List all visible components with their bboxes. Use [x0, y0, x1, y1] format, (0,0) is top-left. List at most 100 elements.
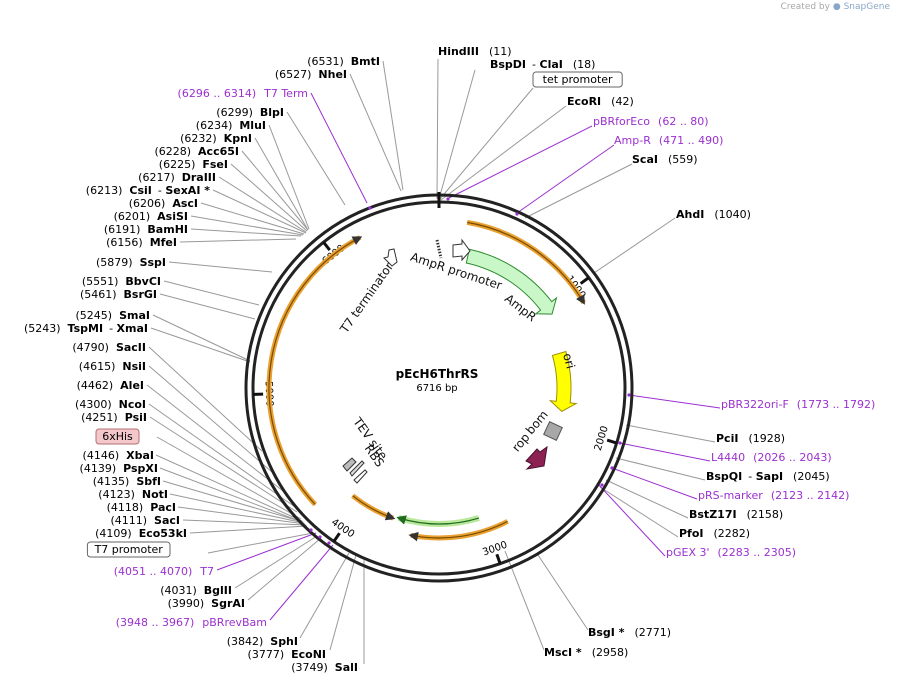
site-ecori: EcoRI(42) — [567, 95, 634, 108]
leader-line — [152, 314, 251, 362]
site-t7-promoter: T7 promoter — [94, 543, 164, 556]
leader-line — [150, 327, 251, 363]
tev-site-marker — [342, 457, 357, 472]
primer-site-dot — [368, 206, 372, 210]
site-alei: (4462)AleI — [77, 379, 144, 392]
site-xbai: (4146)XbaI — [83, 449, 154, 462]
site-t7-promoter-box — [86, 541, 171, 558]
primer-site-dot — [600, 483, 604, 487]
orange-arc-outline — [351, 493, 395, 521]
site-asci: (6206)AscI — [129, 197, 198, 210]
site-bstz17i: BstZ17I(2158) — [689, 508, 783, 521]
orange-arc — [268, 236, 363, 505]
site-mlui: (6234)MluI — [196, 119, 266, 132]
ori-arrow — [548, 350, 578, 412]
leader-line — [619, 442, 711, 462]
leader-line — [230, 163, 308, 232]
ampr-promoter-arrow — [452, 238, 471, 262]
site-sphi: (3842)SphI — [227, 635, 298, 648]
site-bspqi: BspQI- SapI(2045) — [706, 470, 830, 483]
orange-arc — [408, 520, 508, 542]
leader-line — [268, 124, 310, 230]
orange-arc — [467, 221, 585, 305]
tick-label: 2000 — [593, 425, 611, 453]
site-pspxi: (4139)PspXI — [80, 462, 158, 475]
leader-line — [329, 554, 357, 651]
green-arc — [396, 515, 480, 525]
leader-line — [599, 486, 679, 538]
leader-line — [611, 467, 698, 500]
leader-line — [438, 69, 476, 200]
leader-line — [148, 365, 273, 473]
leader-line — [148, 346, 263, 452]
site-scai: ScaI(559) — [632, 153, 698, 166]
site-sspi: (5879)SspI — [96, 256, 166, 269]
leader-line — [216, 532, 317, 571]
leader-line — [155, 454, 303, 522]
site-econi: (3777)EcoNI — [248, 648, 326, 661]
site-nsii: (4615)NsiI — [79, 360, 146, 373]
leader-line — [382, 60, 404, 191]
site-tet-promoter-box — [532, 71, 623, 88]
leader-line — [189, 525, 308, 534]
orange-arc — [352, 495, 396, 521]
tick-mark — [322, 241, 331, 251]
primer-site-dot — [446, 197, 450, 201]
site-hindiii: HindIII(11) — [438, 45, 512, 58]
label-layer: HindIII(11)BspDI- ClaI(18)tet promoterEc… — [24, 45, 875, 674]
credit-brand: SnapGene — [843, 2, 890, 12]
site-bamhi: (6191)BamHI — [104, 223, 188, 236]
site-ncoi: (4300)NcoI — [75, 398, 146, 411]
leader-line — [269, 544, 334, 621]
site-sali: (3749)SalI — [291, 661, 358, 674]
primer-site-dot — [318, 535, 322, 539]
leader-line — [156, 436, 302, 520]
tick-mark — [332, 532, 341, 543]
leader-line — [148, 403, 296, 508]
tick-mark — [579, 276, 590, 285]
bom-marker — [543, 421, 563, 441]
site-bbvci: (5551)BbvCI — [82, 275, 161, 288]
site-bglii: (4031)BglII — [160, 584, 232, 597]
leader-line — [310, 92, 368, 204]
site-msci: MscI *(2958) — [544, 646, 628, 659]
leader-line — [179, 238, 297, 243]
leader-lines — [146, 58, 721, 664]
leader-line — [162, 480, 304, 523]
site-t7-term: (6296 .. 6314)T7 Term — [178, 87, 308, 100]
credit-prefix: Created by — [780, 2, 830, 12]
site-6xhis: 6xHis — [102, 430, 133, 443]
leader-line — [524, 163, 633, 219]
ampr-cds-arrow — [465, 248, 558, 315]
site-pgex-3: pGEX 3'(2283 .. 2305) — [666, 546, 796, 559]
leader-line — [212, 189, 307, 234]
tick-label: 4000 — [329, 517, 356, 540]
site-tspmi: (5243)TspMI- XmaI — [24, 322, 148, 335]
site-tet-promoter: tet promoter — [543, 73, 613, 86]
site-kpni: (6232)KpnI — [180, 132, 252, 145]
leader-line — [177, 506, 306, 525]
leader-line — [190, 228, 302, 237]
primer-site-dot — [610, 466, 614, 470]
leader-line — [182, 519, 307, 526]
leader-line — [596, 482, 666, 557]
site-ahdi: AhdI(1040) — [676, 208, 751, 221]
leader-line — [439, 87, 534, 200]
site-asisi: (6201)AsiSI — [114, 210, 188, 223]
leader-line — [299, 552, 350, 639]
primer-site-dot — [327, 541, 331, 545]
leader-line — [200, 202, 305, 235]
leader-line — [218, 176, 307, 233]
rop-arrow — [525, 445, 548, 470]
leader-line — [440, 105, 567, 201]
site-acc65i: (6228)Acc65I — [154, 145, 239, 158]
site-bsrgi: (5461)BsrGI — [80, 288, 157, 301]
tick-mark — [606, 438, 618, 445]
rbs-marker — [349, 460, 365, 477]
feature-label-t7-terminator: T7 terminator — [337, 260, 396, 337]
snapgene-credit: Created by ● SnapGene — [780, 2, 890, 12]
plasmid-length: 6716 bp — [416, 383, 457, 394]
leader-line — [349, 73, 402, 192]
leader-line — [254, 137, 309, 231]
